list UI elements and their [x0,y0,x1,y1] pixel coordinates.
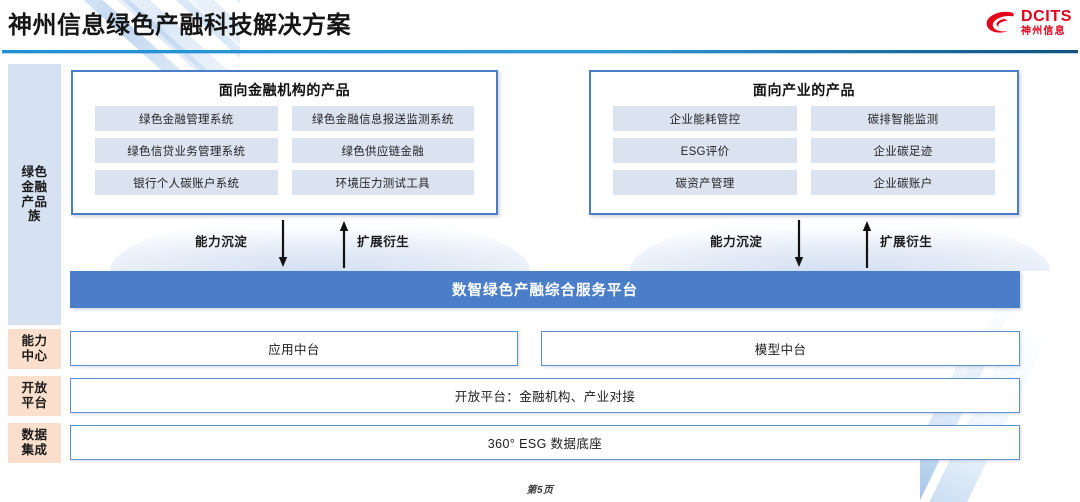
sidebar-label-line: 开放 [21,381,48,396]
flow-dome-left [110,215,530,271]
sidebar-label-line: 产品 [21,194,48,209]
product-item[interactable]: 碳排智能监测 [811,106,995,131]
diagram-stage: 绿色 金融 产品 族 能力 中心 开放 平台 数据 集成 面向金融机构的产品 绿… [0,56,1080,486]
sidebar-label-line: 金融 [21,179,48,194]
panel-title: 面向产业的产品 [752,82,856,98]
sidebar-label-line: 平台 [21,396,48,410]
capability-center-application[interactable]: 应用中台 [70,331,518,366]
flow-label-expansion-derivation-right: 扩展衍生 [880,235,933,249]
product-item[interactable]: 环境压力测试工具 [291,170,474,195]
dcits-logo: DCITS 神州信息 [986,9,1072,37]
row-label: 360° ESG 数据底座 [487,437,603,451]
sidebar-item-green-finance-products[interactable]: 绿色 金融 产品 族 [8,64,61,325]
open-platform-row[interactable]: 开放平台：金融机构、产业对接 [70,378,1020,413]
sidebar-label-line: 集成 [21,443,48,457]
flow-label-capability-precipitation-right: 能力沉淀 [710,235,763,249]
platform-bar[interactable]: 数智绿色产融综合服务平台 [70,271,1020,308]
flow-label-expansion-derivation-left: 扩展衍生 [357,235,410,249]
row-label: 模型中台 [754,343,807,357]
arrow-down-left [278,220,288,267]
panel-item-grid: 绿色金融管理系统 绿色金融信息报送监测系统 绿色信贷业务管理系统 绿色供应链金融… [95,106,474,195]
product-item[interactable]: 银行个人碳账户系统 [95,170,278,195]
panel-title: 面向金融机构的产品 [218,82,351,98]
header-divider [2,50,1078,53]
flow-label-capability-precipitation-left: 能力沉淀 [195,235,248,249]
page-title: 神州信息绿色产融科技解决方案 [8,12,351,39]
product-item[interactable]: ESG评价 [613,138,797,163]
arrow-up-right [862,221,872,268]
sidebar-label-line: 族 [27,209,41,224]
logo-text-cn: 神州信息 [1021,26,1066,37]
page-number: 第5页 [526,485,554,496]
arrow-down-right [794,220,804,267]
product-item[interactable]: 绿色金融管理系统 [95,106,278,131]
product-item[interactable]: 企业碳账户 [811,170,995,195]
logo-text-en: DCITS [1021,8,1072,25]
sidebar-label-line: 能力 [21,334,48,349]
panel-item-grid: 企业能耗管控 碳排智能监测 ESG评价 企业碳足迹 碳资产管理 企业碳账户 [613,106,995,195]
sidebar-label-line: 中心 [21,349,48,363]
panel-industry: 面向产业的产品 企业能耗管控 碳排智能监测 ESG评价 企业碳足迹 碳资产管理 … [589,70,1019,215]
product-item[interactable]: 绿色信贷业务管理系统 [95,138,278,163]
product-item[interactable]: 企业能耗管控 [613,106,797,131]
row-label: 开放平台：金融机构、产业对接 [454,390,636,404]
product-item[interactable]: 碳资产管理 [613,170,797,195]
flow-dome-right [630,215,1050,271]
sidebar-item-open-platform[interactable]: 开放 平台 [8,376,61,416]
panel-financial-institutions: 面向金融机构的产品 绿色金融管理系统 绿色金融信息报送监测系统 绿色信贷业务管理… [71,70,498,215]
product-item[interactable]: 绿色供应链金融 [291,138,474,163]
platform-bar-label: 数智绿色产融综合服务平台 [452,283,638,299]
row-label: 应用中台 [268,343,320,357]
header-divider-shadow [2,53,1078,54]
sidebar-label-line: 数据 [21,428,48,443]
slide-header: 神州信息绿色产融科技解决方案 DCITS 神州信息 [0,0,1080,54]
data-base-row[interactable]: 360° ESG 数据底座 [70,425,1020,460]
capability-center-model[interactable]: 模型中台 [541,331,1020,366]
product-item[interactable]: 企业碳足迹 [811,138,995,163]
sidebar-label-line: 绿色 [21,165,48,179]
swoosh-icon [986,11,1014,33]
arrow-up-left [339,221,349,268]
product-item[interactable]: 绿色金融信息报送监测系统 [291,106,474,131]
sidebar-item-data-integration[interactable]: 数据 集成 [8,423,61,463]
sidebar-item-capability-center[interactable]: 能力 中心 [8,329,61,369]
